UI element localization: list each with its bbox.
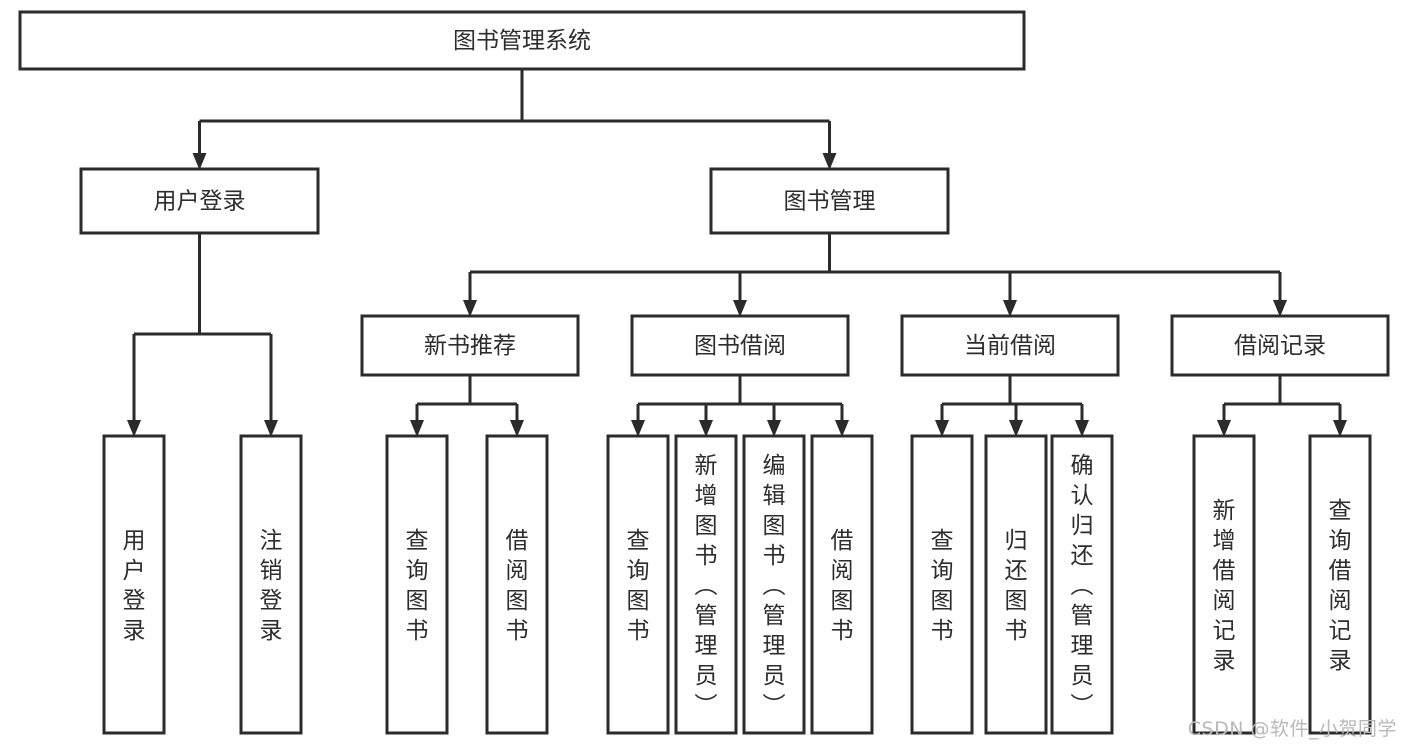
node-book-manage[interactable]: 图书管理: [709, 167, 950, 235]
node-box-book-borrow: [630, 314, 850, 377]
node-label-leaf-confirm-return-admin: 确认归还︵管理员︶: [1071, 453, 1094, 719]
node-label-leaf-return-book: 归还图书: [1005, 528, 1028, 644]
node-leaf-borrow-book-recommend[interactable]: 借阅图书: [485, 434, 549, 735]
connector-layer: [127, 69, 1347, 437]
node-leaf-borrow-book[interactable]: 借阅图书: [810, 434, 874, 735]
node-leaf-add-borrow-record[interactable]: 新增借阅记录: [1192, 434, 1256, 735]
node-leaf-add-book-admin[interactable]: 新增图书︵管理员︶: [674, 434, 738, 735]
node-label-leaf-query-book-recommend: 查询图书: [406, 528, 429, 644]
connector-arrow: [127, 420, 141, 437]
connector-bookmanage-to-level3: [463, 233, 1287, 317]
connector-recommend-to-leaves: [410, 375, 524, 437]
node-label-user-login: 用户登录: [154, 189, 246, 215]
node-box-leaf-edit-book-admin: [742, 434, 806, 735]
node-label-leaf-user-login: 用户登录: [123, 528, 146, 644]
connector-arrow: [822, 153, 837, 170]
node-box-book-manage: [709, 167, 950, 235]
node-label-leaf-query-borrow-record: 查询借阅记录: [1329, 498, 1352, 674]
node-label-leaf-query-book-current: 查询图书: [931, 528, 954, 644]
node-box-leaf-confirm-return-admin: [1050, 434, 1114, 735]
node-box-leaf-query-book-borrow: [606, 434, 670, 735]
node-box-leaf-user-login: [102, 434, 166, 735]
node-label-new-book-recommend: 新书推荐: [424, 333, 516, 359]
node-box-leaf-add-borrow-record: [1192, 434, 1256, 735]
node-box-user-login: [79, 167, 320, 235]
node-label-book-manage: 图书管理: [784, 189, 876, 215]
node-box-leaf-query-book-current: [910, 434, 974, 735]
connector-arrow: [410, 420, 424, 437]
node-box-borrow-record: [1170, 314, 1390, 377]
node-label-leaf-user-logout: 注销登录: [260, 528, 283, 644]
node-label-leaf-borrow-book: 借阅图书: [831, 528, 854, 644]
node-user-login[interactable]: 用户登录: [79, 167, 320, 235]
node-leaf-confirm-return-admin[interactable]: 确认归还︵管理员︶: [1050, 434, 1114, 735]
csdn-watermark: CSDN @软件_小贺同学: [1187, 718, 1397, 740]
node-label-current-borrow: 当前借阅: [964, 333, 1056, 359]
node-book-borrow[interactable]: 图书借阅: [630, 314, 850, 377]
connector-arrow: [631, 420, 645, 437]
connector-arrow: [835, 420, 849, 437]
connector-root-to-level2: [192, 69, 837, 170]
connector-arrow: [699, 420, 713, 437]
node-box-leaf-borrow-book: [810, 434, 874, 735]
connector-arrow: [1333, 420, 1347, 437]
connector-arrow: [1075, 420, 1089, 437]
node-leaf-query-book-current[interactable]: 查询图书: [910, 434, 974, 735]
node-label-leaf-add-borrow-record: 新增借阅记录: [1213, 498, 1236, 674]
connector-arrow: [510, 420, 524, 437]
connector-arrow: [1217, 420, 1231, 437]
node-label-leaf-edit-book-admin: 编辑图书︵管理员︶: [763, 453, 786, 719]
node-leaf-query-borrow-record[interactable]: 查询借阅记录: [1308, 434, 1372, 735]
node-label-leaf-borrow-book-recommend: 借阅图书: [506, 528, 529, 644]
node-label-borrow-record: 借阅记录: [1234, 333, 1326, 359]
connector-arrow: [935, 420, 949, 437]
node-leaf-query-book-borrow[interactable]: 查询图书: [606, 434, 670, 735]
connector-userlogin-to-leaves: [127, 233, 278, 437]
node-current-borrow[interactable]: 当前借阅: [900, 314, 1120, 377]
connector-arrow: [264, 420, 278, 437]
connector-current-to-leaves: [935, 375, 1089, 437]
node-new-book-recommend[interactable]: 新书推荐: [360, 314, 580, 377]
node-leaf-return-book[interactable]: 归还图书: [984, 434, 1048, 735]
connector-arrow: [733, 300, 747, 317]
connector-record-to-leaves: [1217, 375, 1347, 437]
connector-arrow: [192, 153, 207, 170]
node-box-leaf-query-borrow-record: [1308, 434, 1372, 735]
node-box-leaf-add-book-admin: [674, 434, 738, 735]
node-label-root: 图书管理系统: [453, 28, 591, 54]
connector-arrow: [767, 420, 781, 437]
node-root[interactable]: 图书管理系统: [18, 10, 1026, 71]
connector-borrow-to-leaves: [631, 375, 849, 437]
node-label-leaf-add-book-admin: 新增图书︵管理员︶: [695, 453, 718, 719]
node-box-root: [18, 10, 1026, 71]
node-leaf-user-login[interactable]: 用户登录: [102, 434, 166, 735]
node-box-new-book-recommend: [360, 314, 580, 377]
node-box-current-borrow: [900, 314, 1120, 377]
connector-arrow: [463, 300, 477, 317]
connector-arrow: [1273, 300, 1287, 317]
node-layer: 图书管理系统用户登录图书管理新书推荐图书借阅当前借阅借阅记录用户登录注销登录查询…: [18, 10, 1390, 735]
node-label-book-borrow: 图书借阅: [694, 333, 786, 359]
node-leaf-query-book-recommend[interactable]: 查询图书: [385, 434, 449, 735]
node-borrow-record[interactable]: 借阅记录: [1170, 314, 1390, 377]
node-box-leaf-return-book: [984, 434, 1048, 735]
node-box-leaf-user-logout: [239, 434, 303, 735]
node-leaf-edit-book-admin[interactable]: 编辑图书︵管理员︶: [742, 434, 806, 735]
node-box-leaf-query-book-recommend: [385, 434, 449, 735]
node-box-leaf-borrow-book-recommend: [485, 434, 549, 735]
connector-arrow: [1009, 420, 1023, 437]
connector-arrow: [1003, 300, 1017, 317]
node-leaf-user-logout[interactable]: 注销登录: [239, 434, 303, 735]
node-label-leaf-query-book-borrow: 查询图书: [627, 528, 650, 644]
